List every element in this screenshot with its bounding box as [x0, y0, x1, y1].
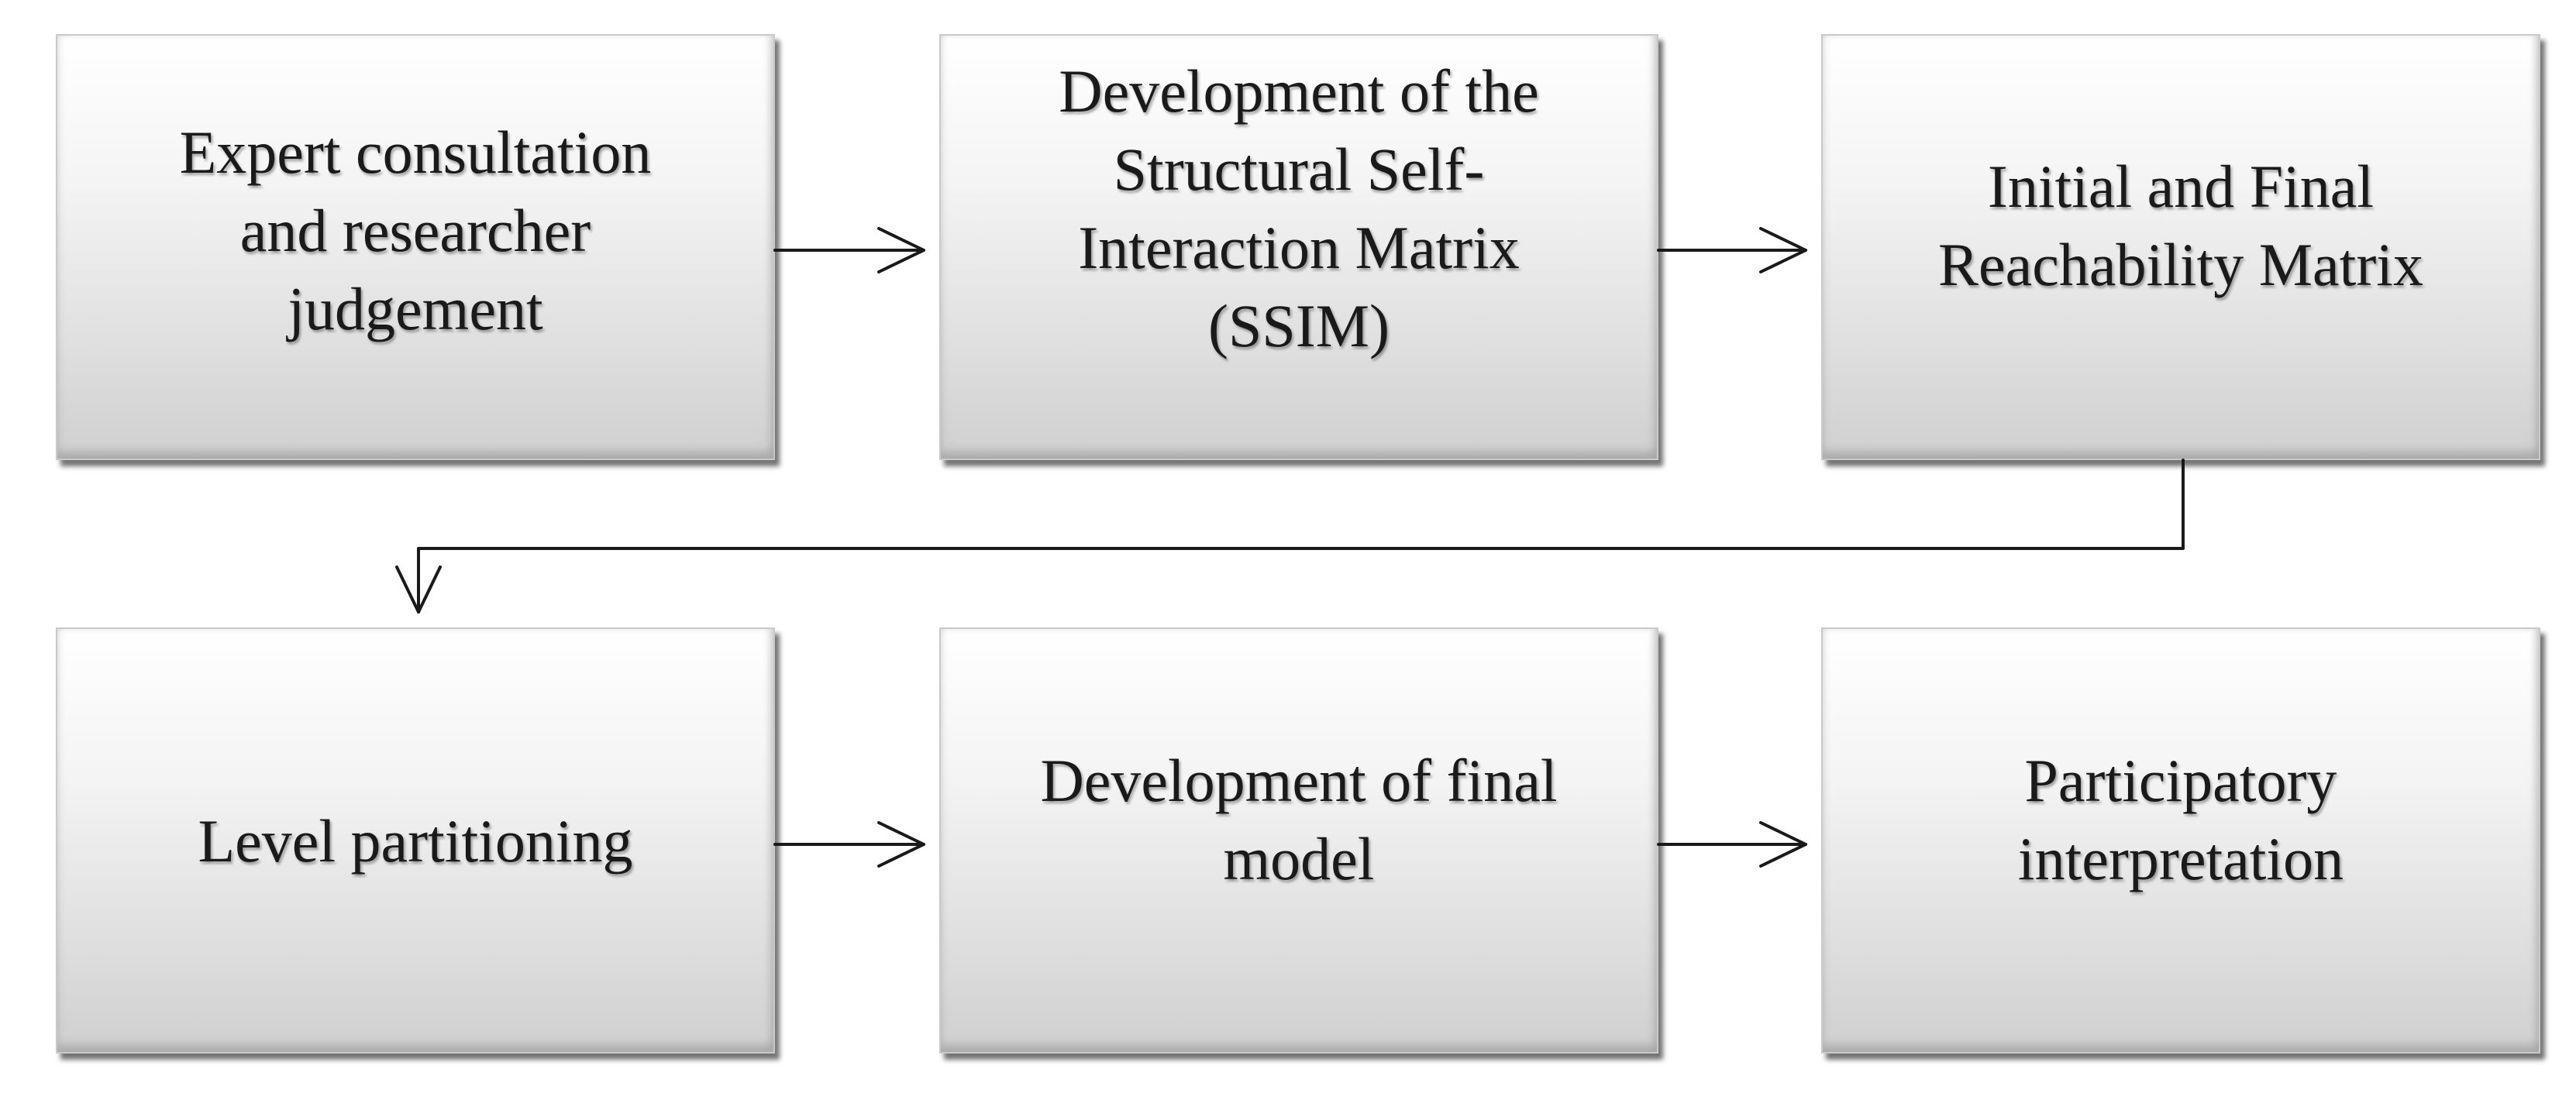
step-box-expert-consultation: Expert consultation and researcher judge… — [56, 34, 775, 460]
step-box-level-partitioning: Level partitioning — [56, 627, 775, 1054]
step-label-expert-consultation: Expert consultation and researcher judge… — [179, 118, 652, 342]
step-label-reachability-matrix: Initial and Final Reachability Matrix — [1938, 153, 2423, 298]
step-label-participatory-interpretation: Participatory interpretation — [2017, 747, 2344, 892]
step-box-participatory-interpretation: Participatory interpretation — [1821, 627, 2540, 1054]
arrow-level-partitioning-to-final-model — [773, 821, 925, 868]
arrow-ssim-to-reachability — [1657, 227, 1807, 273]
step-label-ssim-development: Development of the Structural Self- Inte… — [1059, 57, 1539, 359]
arrow-expert-to-ssim — [773, 227, 925, 273]
arrow-reachability-to-level-partitioning — [395, 459, 2185, 614]
step-label-final-model: Development of final model — [1040, 747, 1558, 892]
step-box-final-model: Development of final model — [939, 627, 1658, 1054]
arrow-final-model-to-participatory — [1657, 821, 1807, 868]
step-box-reachability-matrix: Initial and Final Reachability Matrix — [1821, 34, 2540, 460]
step-label-level-partitioning: Level partitioning — [198, 806, 633, 875]
step-box-ssim-development: Development of the Structural Self- Inte… — [939, 34, 1658, 460]
